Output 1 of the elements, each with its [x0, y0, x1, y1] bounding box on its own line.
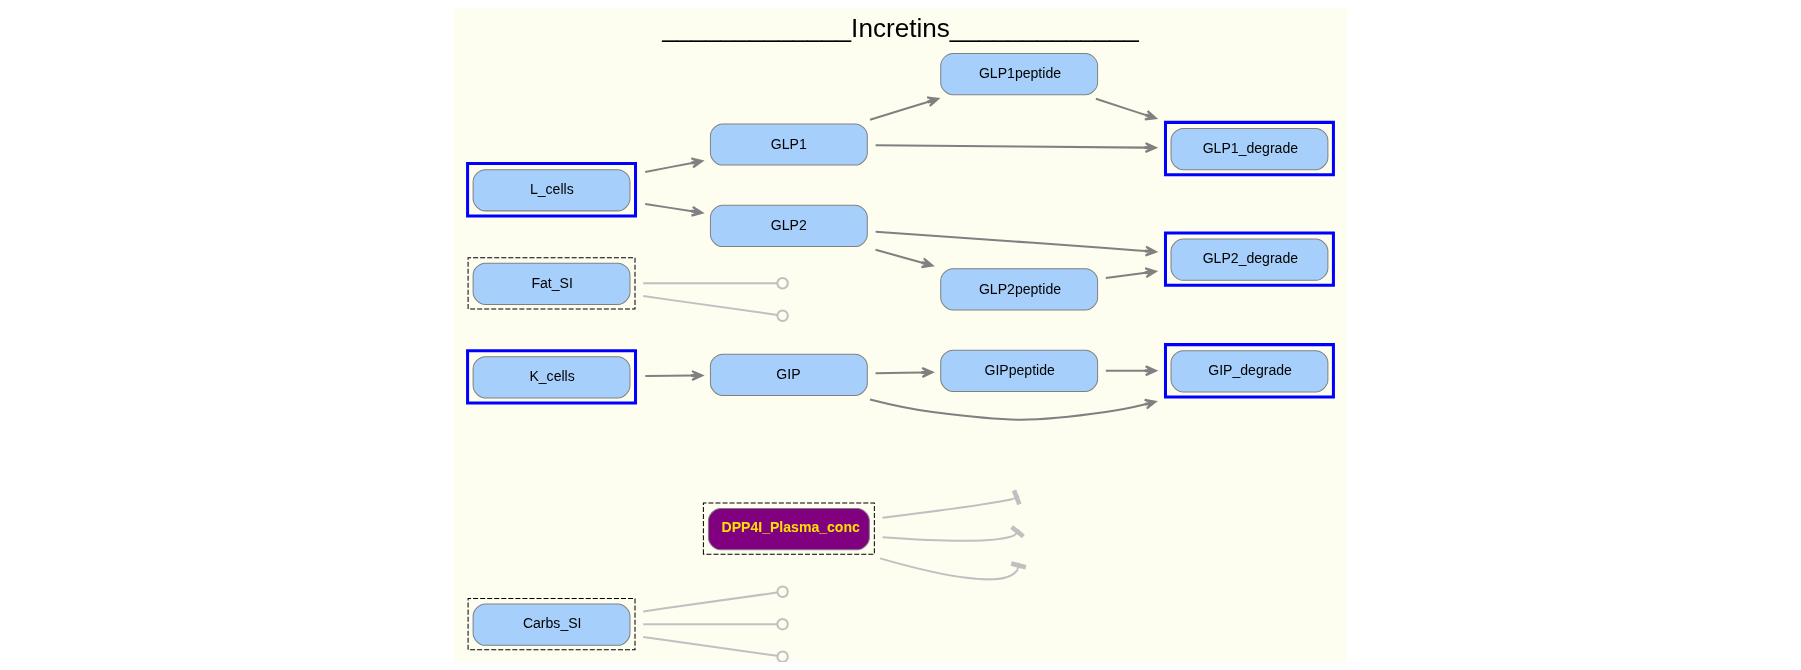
diagram-title: _____________Incretins_____________: [662, 13, 1139, 44]
